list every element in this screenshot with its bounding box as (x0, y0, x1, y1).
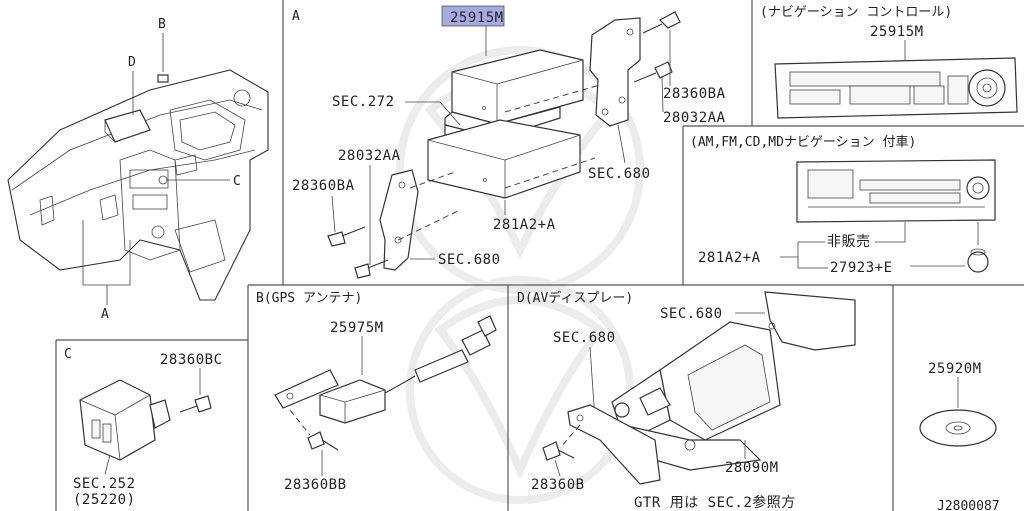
panel-d-title: D(AVディスプレー) (517, 290, 633, 306)
gps-antenna (274, 315, 497, 424)
bolt-icon (179, 395, 212, 413)
overview-label-a: A (101, 307, 109, 322)
disc-icon (919, 409, 997, 447)
bolt-icon (307, 431, 339, 451)
knob-icon (967, 222, 989, 273)
left-bracket (379, 169, 419, 271)
label-sec-680-d-top[interactable]: SEC.680 (660, 306, 723, 322)
part-28360b[interactable]: 28360B (531, 477, 585, 493)
part-28360bc[interactable]: 28360BC (160, 352, 223, 368)
label-28032aa-top[interactable]: 28032AA (663, 110, 726, 126)
label-28360ba-left[interactable]: 28360BA (292, 178, 355, 194)
label-28032aa-left[interactable]: 28032AA (338, 148, 401, 164)
part-28360bb[interactable]: 28360BB (284, 477, 347, 493)
label-not-for-sale[interactable]: 非販売 (827, 234, 871, 250)
label-sec-680-right[interactable]: SEC.680 (588, 166, 651, 182)
audio-unit-281a2 (427, 119, 581, 199)
panel-c-letter: C (64, 347, 72, 362)
nav-control-title: (ナビゲーション コントロール) (760, 5, 952, 20)
label-25220[interactable]: (25220) (73, 492, 136, 508)
av-display (567, 291, 856, 485)
part-25975m[interactable]: 25975M (330, 320, 384, 336)
control-module (79, 379, 171, 461)
overview-label-d: D (128, 55, 136, 70)
panel-a-letter: A (292, 9, 300, 24)
dashboard-overview (7, 69, 269, 301)
label-281a2-a[interactable]: 281A2+A (493, 217, 556, 233)
bolt-icon (542, 441, 575, 461)
drawing-id: J2800087 (937, 499, 1000, 511)
part-25920m[interactable]: 25920M (928, 361, 982, 377)
label-sec-252[interactable]: SEC.252 (73, 476, 136, 492)
highlight-box (441, 5, 505, 27)
part-281a2-a-am[interactable]: 281A2+A (698, 250, 761, 266)
label-sec-272[interactable]: SEC.272 (332, 94, 395, 110)
label-28360ba-top[interactable]: 28360BA (663, 86, 726, 102)
panel-b-title: B(GPS アンテナ) (256, 291, 362, 306)
panel-grid (55, 0, 1024, 511)
label-sec-680-bottom[interactable]: SEC.680 (438, 252, 501, 268)
part-25915m-nav[interactable]: 25915M (870, 24, 924, 40)
overview-label-c: C (233, 174, 241, 189)
note-gtr: GTR 用は SEC.2参照方 (634, 494, 796, 511)
bolt-icon (327, 11, 681, 279)
nav-control-panel (774, 57, 1018, 119)
part-28090m[interactable]: 28090M (725, 460, 779, 476)
part-27923-e[interactable]: 27923+E (830, 260, 893, 276)
right-bracket (589, 17, 641, 127)
label-sec-680-d-left[interactable]: SEC.680 (553, 330, 616, 346)
am-fm-title: (AM,FM,CD,MDナビゲーション 付車) (690, 135, 916, 150)
part-25915m-highlight[interactable]: 25915M (450, 10, 504, 26)
audio-head-unit (796, 159, 996, 223)
overview-label-b: B (158, 17, 166, 32)
